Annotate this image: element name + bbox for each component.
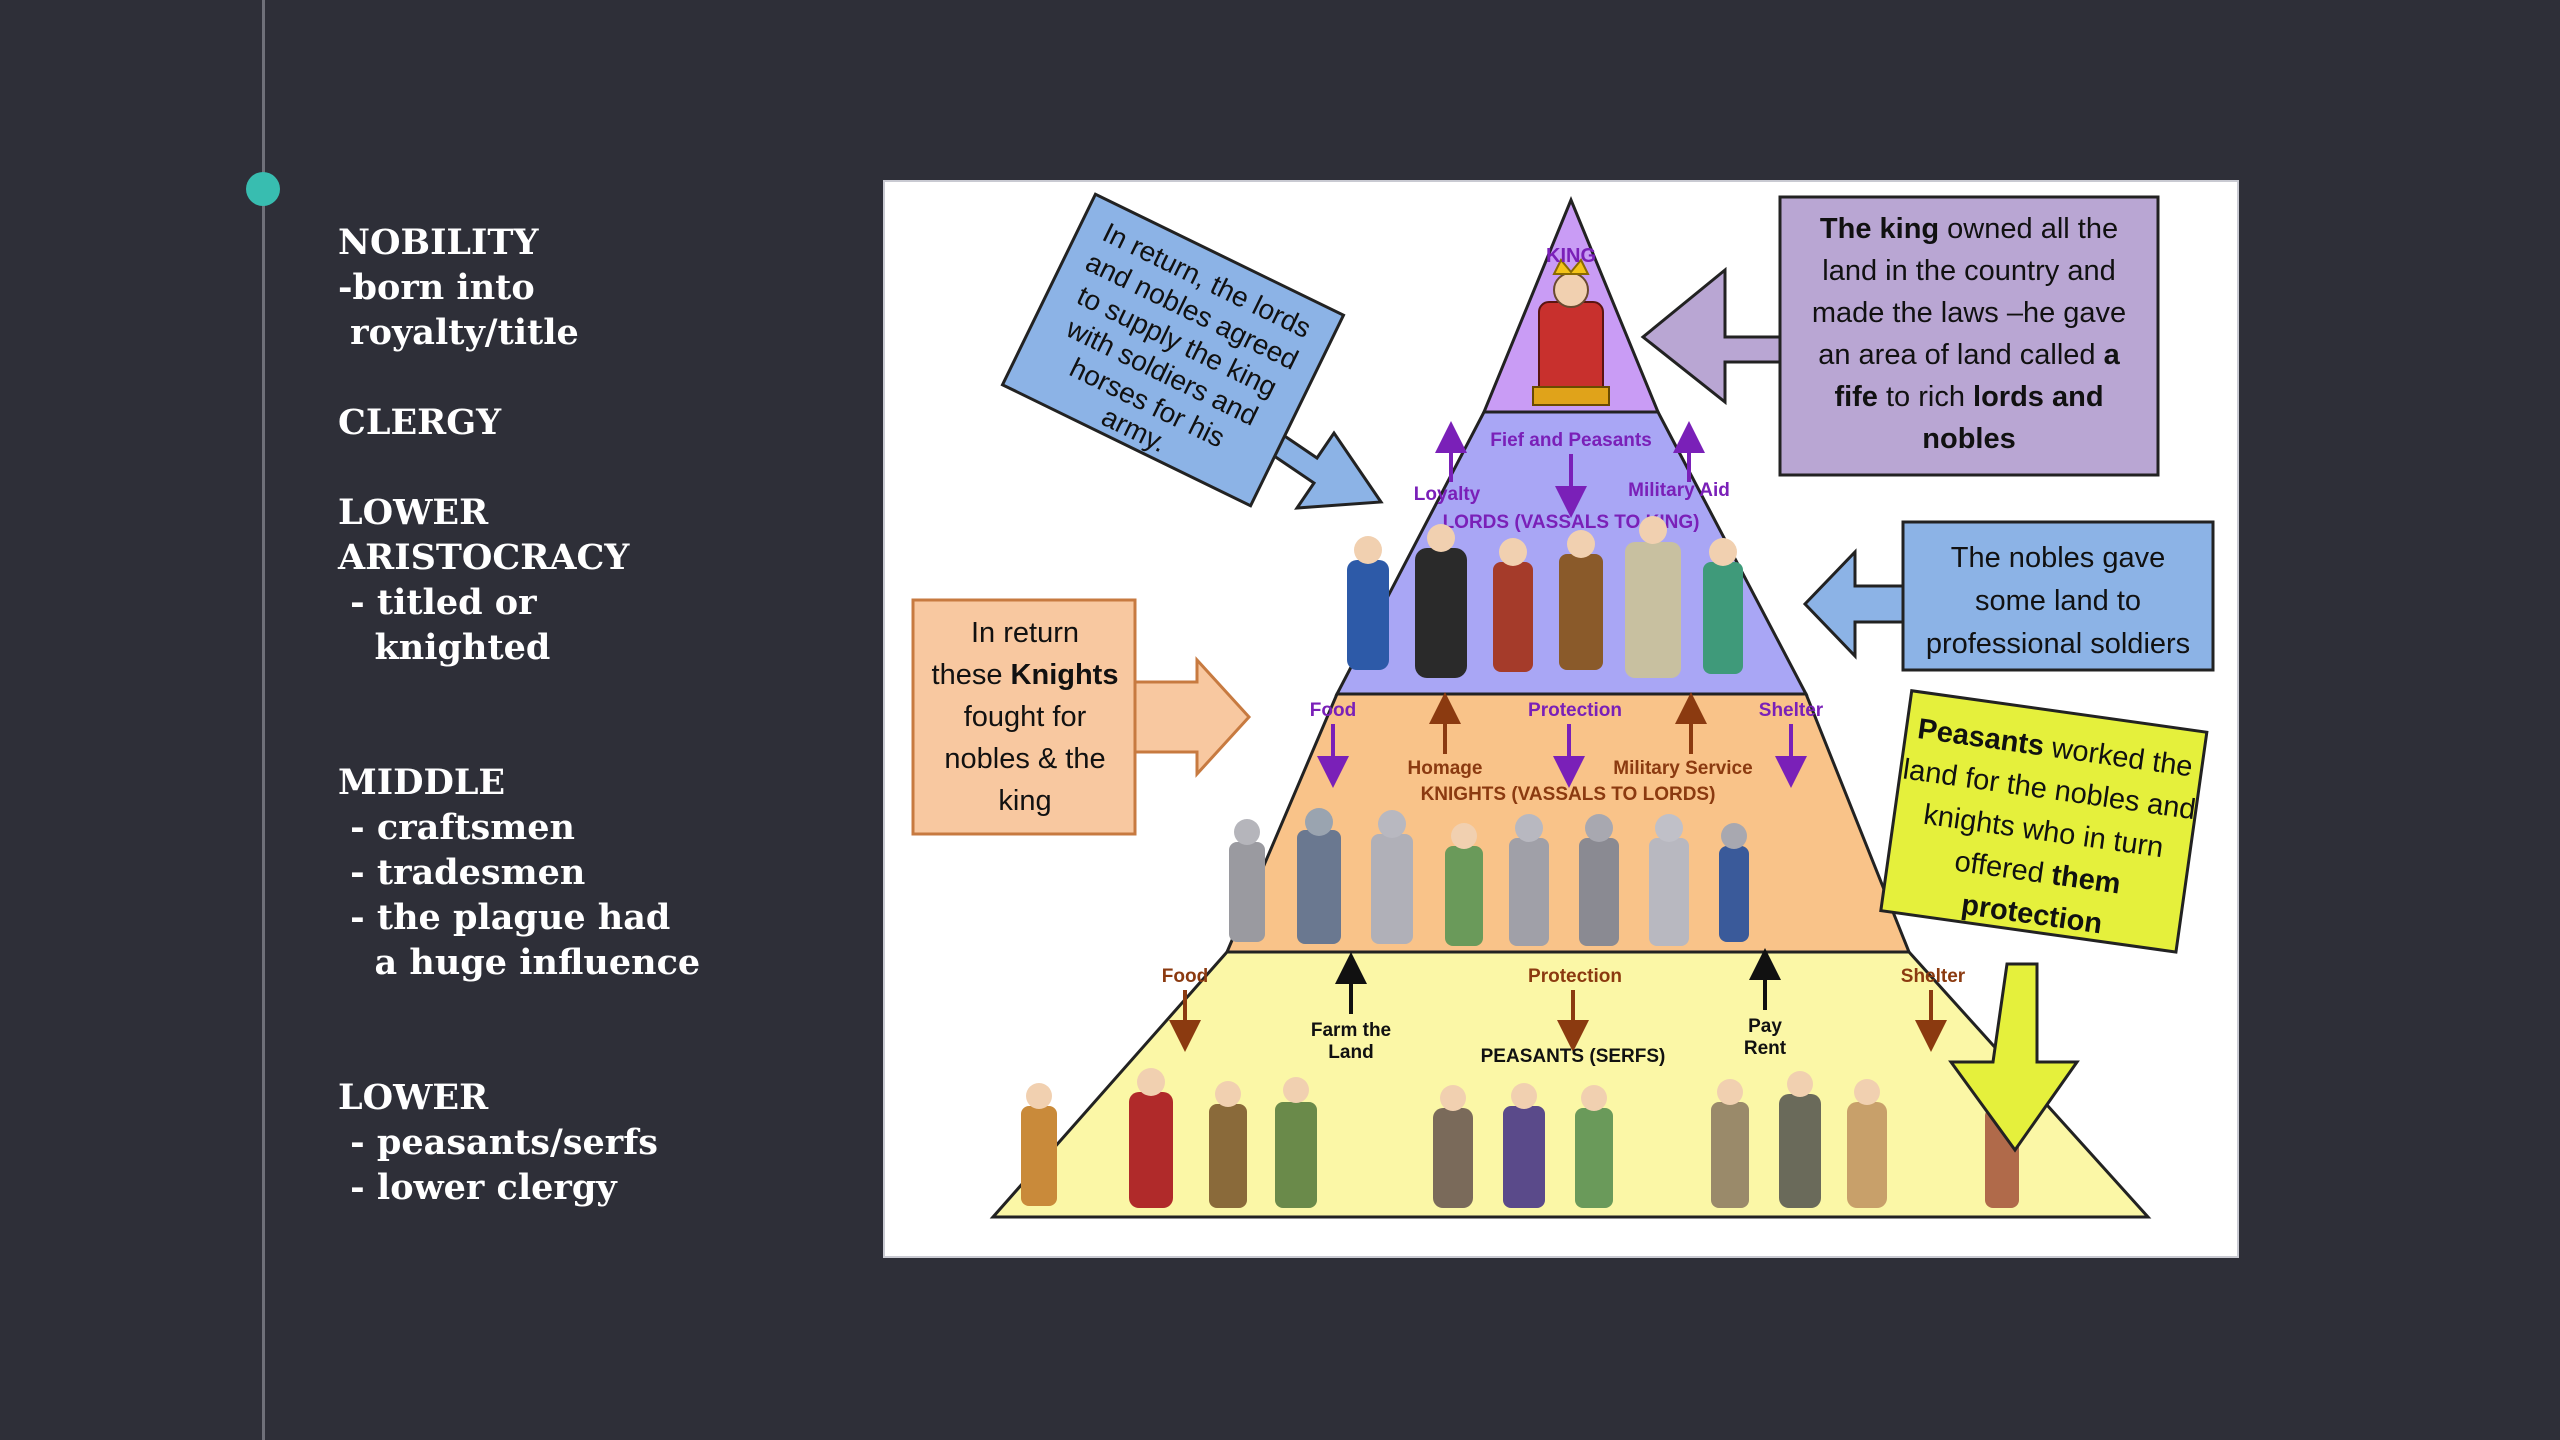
note-line: - peasants/serfs (338, 1122, 658, 1163)
king-owned-callout: The king owned all the land in the count… (1640, 195, 2160, 477)
peasants-protection-label: Protection (1528, 966, 1622, 987)
note-line: CLERGY (338, 402, 502, 443)
loyalty-label: Loyalty (1414, 484, 1481, 505)
nobles-gave-line: The nobles gave (1951, 542, 2165, 574)
note-line: royalty/title (338, 312, 579, 353)
king-figure (1532, 258, 1610, 406)
knights-return-callout: In return these Knights fought for noble… (911, 598, 1252, 836)
knights-food-label: Food (1310, 700, 1356, 721)
knights-shelter-label: Shelter (1759, 700, 1824, 721)
note-line: - lower clergy (338, 1167, 617, 1208)
knights-return-line-3: fought for (964, 701, 1087, 733)
king-owned-line-2: land in the country and (1822, 255, 2115, 287)
note-line: a huge influence (338, 942, 701, 983)
note-line: knighted (338, 627, 551, 668)
knights-protection-label: Protection (1528, 700, 1622, 721)
note-line: LOWER (338, 1077, 489, 1118)
nobles-gave-line: some land to (1975, 585, 2141, 617)
feudal-pyramid-figure: KING Fief and Peasants Loyalty Military … (883, 180, 2239, 1258)
note-line: - titled or (338, 582, 537, 623)
king-owned-line-4: an area of land called a (1818, 339, 2120, 371)
king-owned-line-3: made the laws –he gave (1812, 297, 2126, 329)
homage-label: Homage (1408, 758, 1483, 779)
peasants-shelter-label: Shelter (1901, 966, 1966, 987)
knights-return-line-1: In return (971, 617, 1079, 649)
farm-label-2: Land (1328, 1042, 1373, 1063)
peasants-food-label: Food (1162, 966, 1208, 987)
king-owned-line-1: The king owned all the (1820, 213, 2118, 245)
note-line: MIDDLE (338, 762, 506, 803)
note-line: LOWER (338, 492, 489, 533)
farm-label-1: Farm the (1311, 1020, 1391, 1041)
note-line: - tradesmen (338, 852, 586, 893)
lords-figures (1347, 516, 1743, 678)
knights-figures (1229, 808, 1749, 946)
nobles-gave-line: professional soldiers (1926, 628, 2190, 660)
knights-label: KNIGHTS (VASSALS TO LORDS) (1421, 784, 1716, 805)
note-line: ARISTOCRACY (338, 537, 630, 578)
peasants-label: PEASANTS (SERFS) (1481, 1046, 1666, 1067)
lords-return-callout: In return, the lords and nobles agreed t… (1000, 192, 1384, 510)
king-owned-line-6: nobles (1922, 423, 2015, 455)
rent-label-2: Rent (1744, 1038, 1787, 1059)
rent-label-1: Pay (1748, 1016, 1782, 1037)
note-line: -born into (338, 267, 535, 308)
timeline-line (262, 0, 265, 1440)
knights-return-line-5: king (998, 785, 1051, 817)
feudal-pyramid-diagram: KING Fief and Peasants Loyalty Military … (911, 192, 2215, 1219)
timeline-dot (246, 172, 280, 206)
military-service-label: Military Service (1613, 758, 1752, 779)
knights-return-line-4: nobles & the (944, 743, 1105, 775)
king-owned-line-5: fife to rich lords and (1834, 381, 2103, 413)
king-label: KING (1546, 245, 1596, 267)
note-line: - craftsmen (338, 807, 576, 848)
knights-return-line-2: these Knights (932, 659, 1119, 691)
nobles-gave-callout: The nobles gave some land to professiona… (1802, 520, 2215, 672)
lords-label: LORDS (VASSALS TO KING) (1443, 512, 1700, 533)
social-classes-notes: NOBILITY -born into royalty/title CLERGY… (338, 220, 898, 1210)
note-line: NOBILITY (338, 222, 539, 263)
peasants-worked-callout: Peasants worked the land for the nobles … (1879, 689, 2209, 1153)
note-line: - the plague had (338, 897, 671, 938)
military-aid-label: Military Aid (1628, 480, 1730, 501)
fief-label: Fief and Peasants (1490, 430, 1652, 451)
